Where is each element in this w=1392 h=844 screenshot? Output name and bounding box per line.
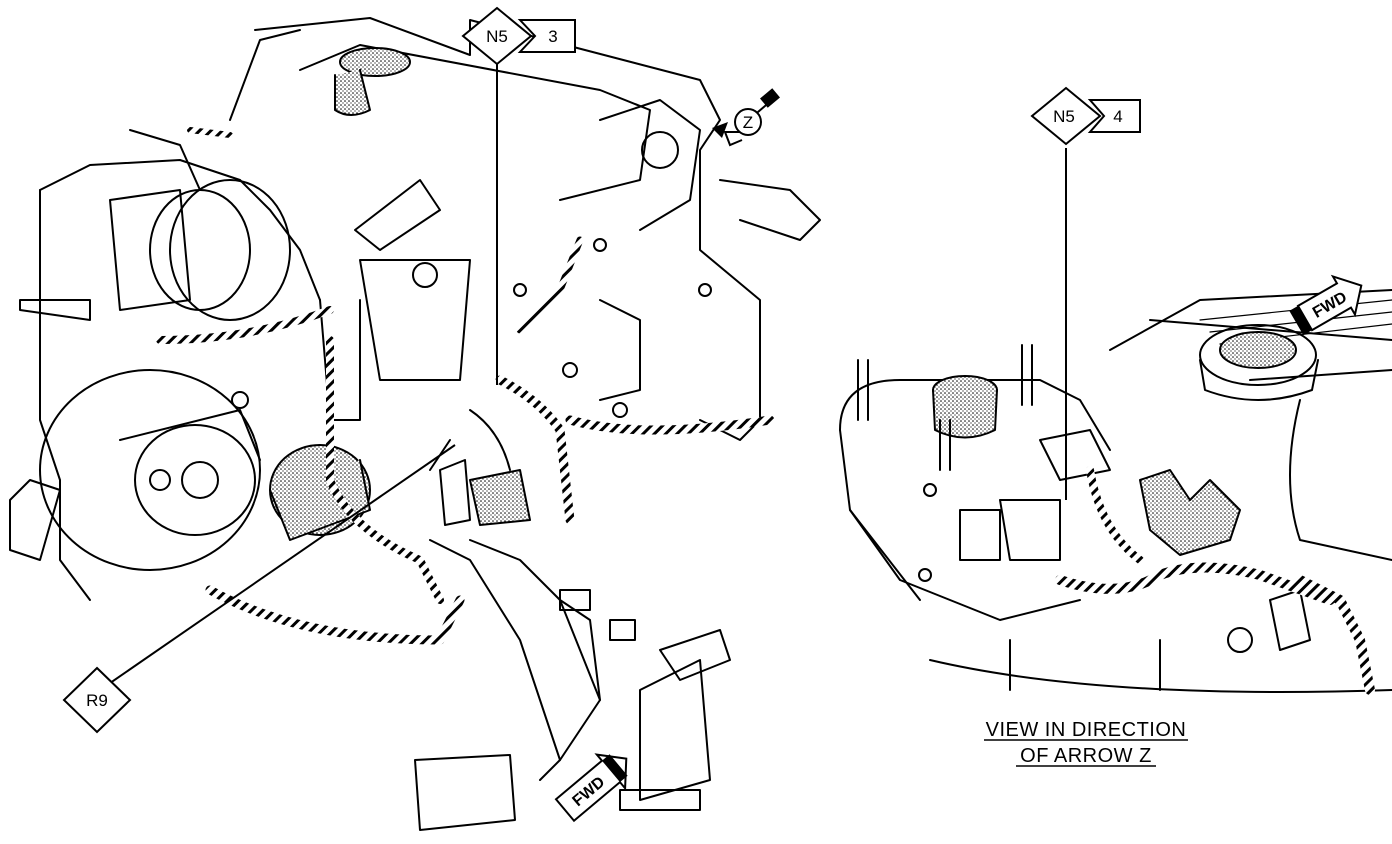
- detail-view: [839, 289, 1392, 695]
- callout-r9: R9: [62, 666, 132, 734]
- arrow-z-indicator: Z: [712, 88, 780, 147]
- callout-number: 3: [548, 27, 557, 46]
- fwd-arrow-detail: FWD: [1289, 274, 1363, 336]
- callout-code: R9: [86, 691, 108, 710]
- caption-line-1: VIEW IN DIRECTION: [986, 719, 1187, 741]
- leader-lines: [99, 60, 1067, 691]
- caption-line-2: OF ARROW Z: [1020, 745, 1152, 767]
- callout-n5-4: N5 4: [1030, 86, 1141, 146]
- detail-caption: VIEW IN DIRECTION OF ARROW Z: [984, 719, 1188, 767]
- callout-code: N5: [1053, 107, 1075, 126]
- arrow-z-letter: Z: [743, 113, 753, 132]
- callout-number: 4: [1113, 107, 1122, 126]
- callout-n5-3: N5 3: [461, 6, 576, 66]
- callout-code: N5: [486, 27, 508, 46]
- engine-view: [9, 17, 821, 831]
